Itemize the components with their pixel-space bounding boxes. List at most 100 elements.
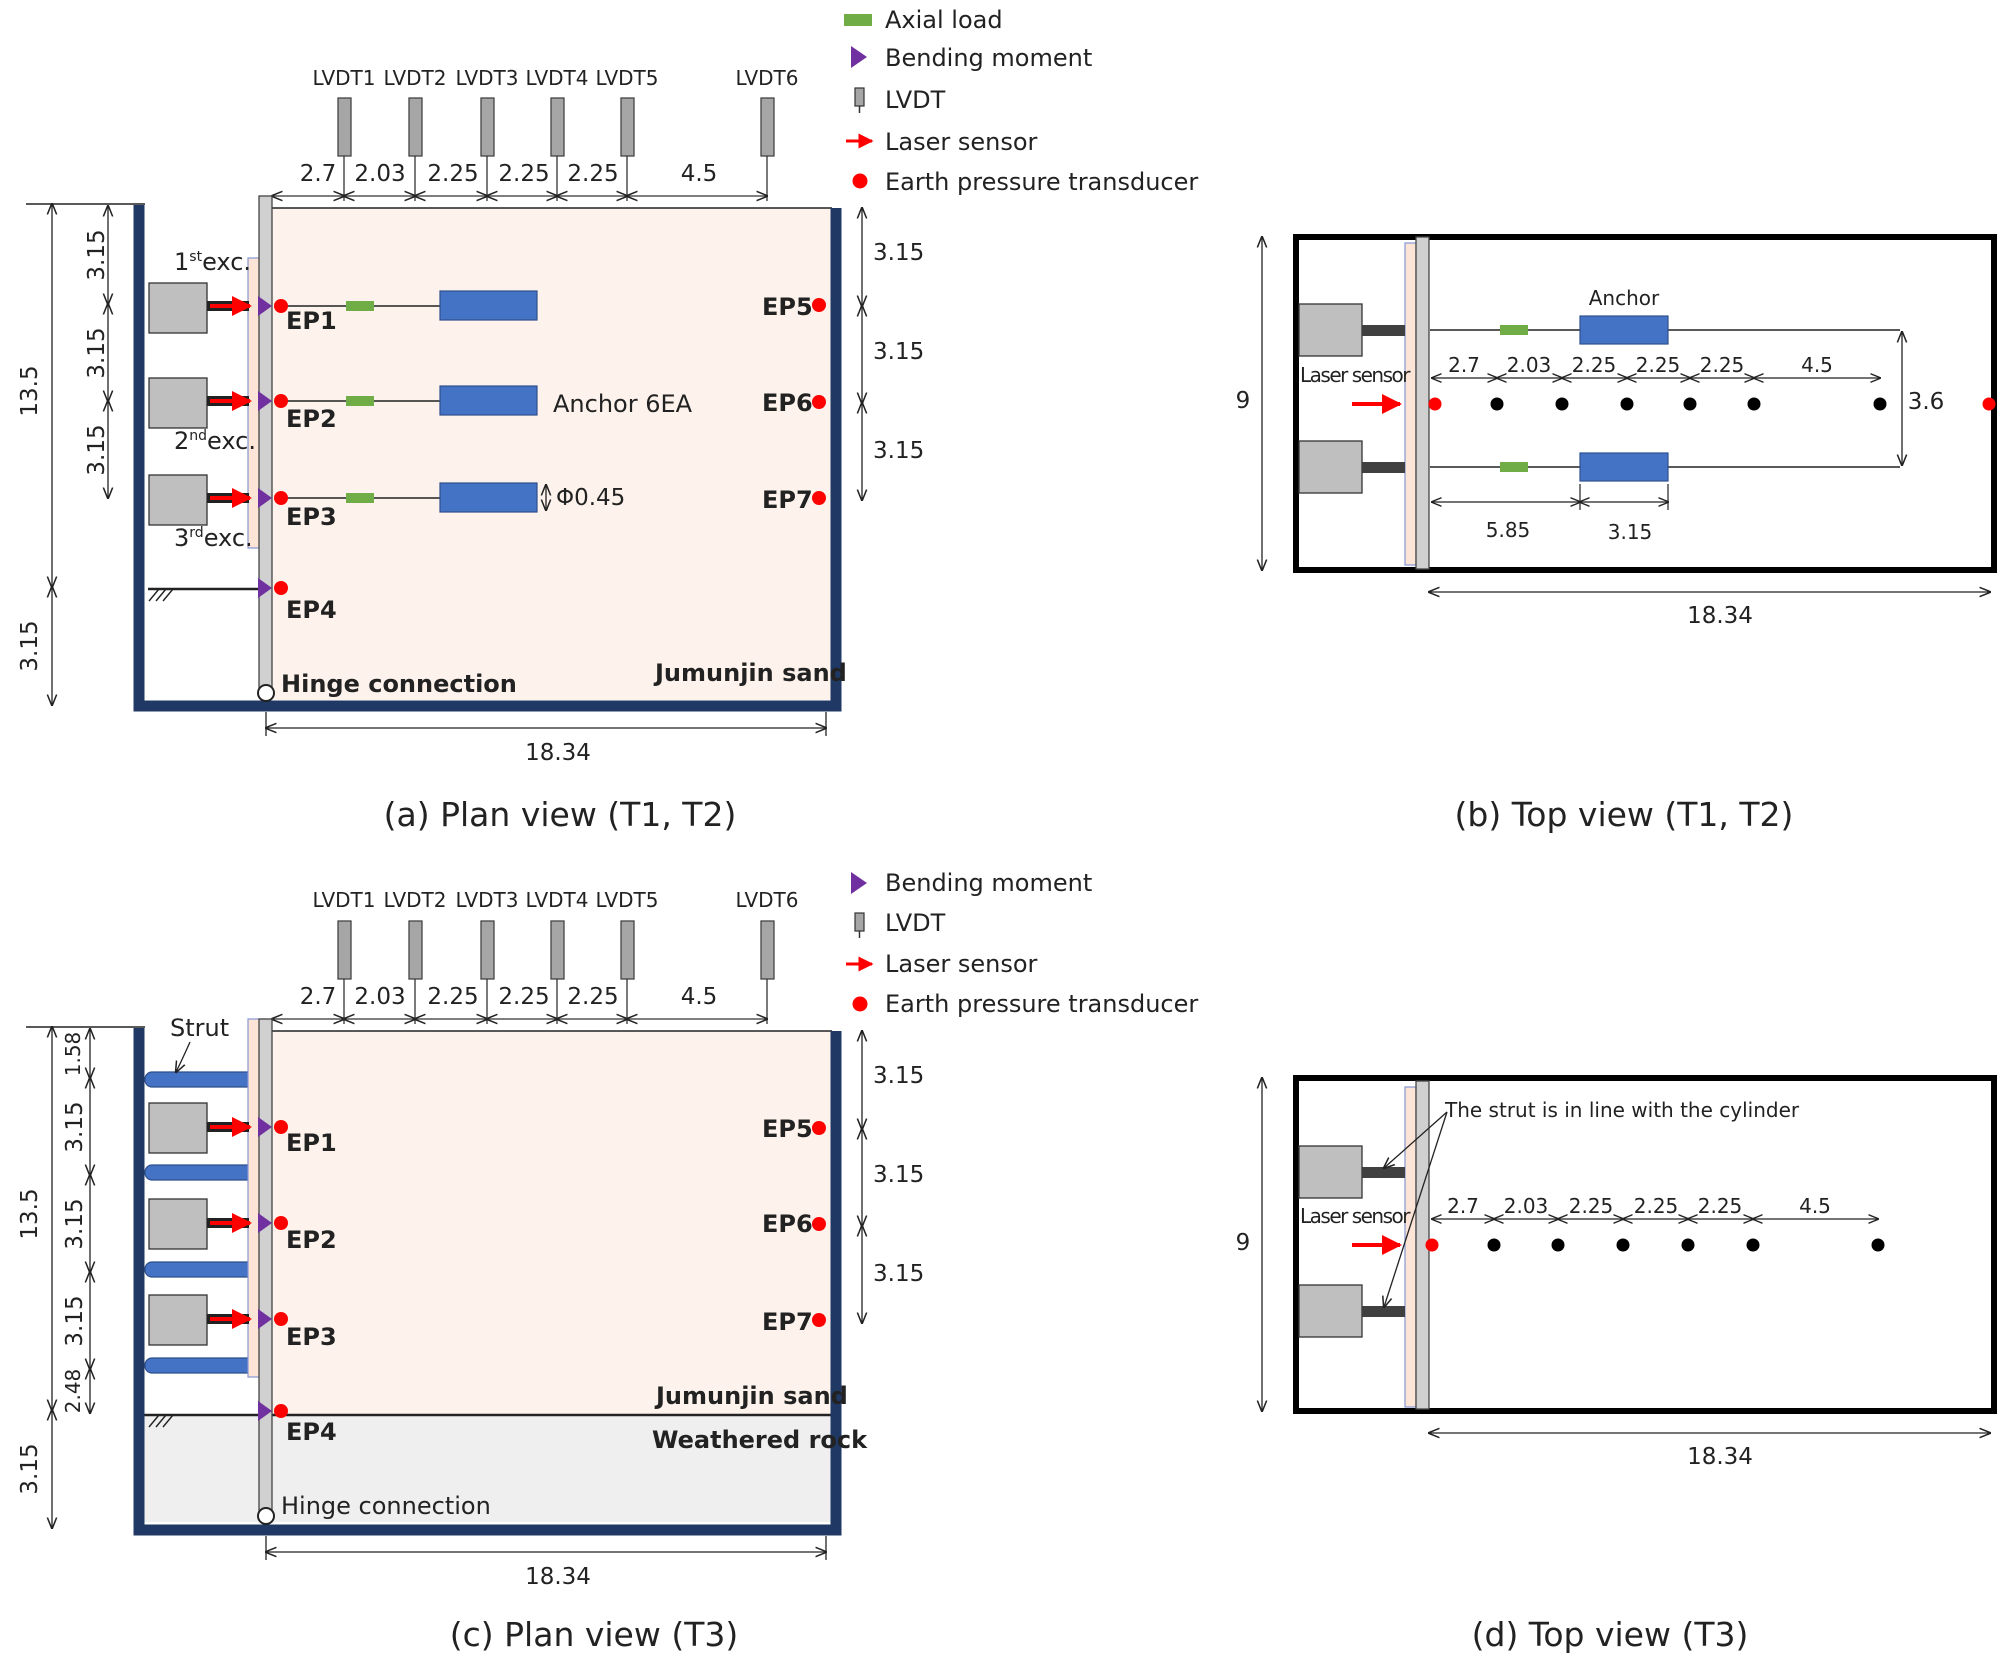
spacing-c-5: 2.25 — [567, 984, 618, 1010]
legend-bottom-laser: Laser sensor — [885, 950, 1038, 978]
soil-box-d — [1293, 1075, 1997, 1414]
legend-bending-moment: Bending moment — [885, 44, 1092, 72]
anchor-label-b: Anchor — [1589, 286, 1660, 310]
spacing-b-4: 2.25 — [1636, 353, 1681, 377]
depth-embed-a: 3.15 — [17, 620, 43, 671]
cylinders-a — [148, 282, 252, 526]
lvdt4-label-c: LVDT4 — [526, 888, 589, 912]
right-dim-c-2: 3.15 — [873, 1162, 924, 1188]
spacing-3: 2.25 — [427, 161, 478, 187]
ep4-label-c: EP4 — [286, 1418, 337, 1446]
bending-moment-icon — [851, 46, 867, 68]
anchor-sep-b: 3.6 — [1908, 389, 1945, 415]
width-d: 18.34 — [1687, 1444, 1753, 1470]
height-b: 9 — [1236, 388, 1251, 414]
lvdt-row-a: LVDT1 LVDT2 LVDT3 LVDT4 LVDT5 LVDT6 — [272, 66, 798, 201]
spacing-c-3: 2.25 — [427, 984, 478, 1010]
lvdt3-sensor — [480, 97, 495, 157]
depth-a-2: 3.15 — [84, 327, 110, 378]
bending-moment-markers-a — [258, 296, 272, 598]
spacing-4: 2.25 — [498, 161, 549, 187]
earth-pressure-icon — [852, 173, 868, 189]
wall-panel-d — [1404, 1086, 1417, 1408]
spacing-d-6: 4.5 — [1799, 1194, 1831, 1218]
depth-a-3: 3.15 — [84, 424, 110, 475]
ep1-label-c: EP1 — [286, 1129, 337, 1157]
spacing-b-5: 2.25 — [1700, 353, 1745, 377]
strut-note-d: The strut is in line with the cylinder — [1444, 1098, 1800, 1122]
wall-panel-b — [1404, 242, 1417, 566]
ep2-label-a: EP2 — [286, 405, 337, 433]
retaining-wall-a — [258, 195, 273, 691]
lvdt3-label: LVDT3 — [456, 66, 519, 90]
lvdt1-sensor — [337, 97, 352, 157]
lvdt-row-c: LVDT1 LVDT2 LVDT3 LVDT4 LVDT5 LVDT6 — [272, 888, 798, 1024]
lvdt-icon — [854, 912, 865, 932]
exc2-label: 2ndexc. — [174, 427, 256, 455]
right-dim-a-3: 3.15 — [873, 438, 924, 464]
anchors-a — [285, 290, 538, 513]
lvdt5-sensor — [620, 97, 635, 157]
legend-bottom: Bending moment LVDT Laser sensor Earth p… — [846, 869, 1198, 1018]
legend-axial-load: Axial load — [885, 6, 1003, 34]
spacing-d-3: 2.25 — [1569, 1194, 1614, 1218]
laser-label-b: Laser sensor — [1300, 363, 1411, 387]
ep1-label-a: EP1 — [286, 307, 337, 335]
caption-c: (c) Plan view (T3) — [450, 1615, 738, 1654]
free-length-b: 5.85 — [1486, 518, 1531, 542]
depth-total-c: 13.5 — [17, 1188, 43, 1239]
lvdt4-sensor — [550, 97, 565, 157]
lvdt1-label: LVDT1 — [313, 66, 376, 90]
lvdt6-label: LVDT6 — [736, 66, 799, 90]
right-dim-a-1: 3.15 — [873, 240, 924, 266]
ep5-label-c: EP5 — [762, 1115, 813, 1143]
depth-c-1: 1.58 — [61, 1032, 85, 1077]
hinge-label-c: Hinge connection — [281, 1492, 491, 1520]
axial-load-icon — [844, 14, 872, 26]
depth-c-3: 3.15 — [62, 1198, 88, 1249]
earth-pressure-icon — [852, 996, 868, 1012]
soil-label-a: Jumunjin sand — [653, 659, 847, 687]
ep7-label-c: EP7 — [762, 1308, 813, 1336]
lvdt2-sensor — [408, 97, 423, 157]
lvdt2-label: LVDT2 — [384, 66, 447, 90]
lvdt1-label-c: LVDT1 — [313, 888, 376, 912]
legend-bottom-earth-pressure: Earth pressure transducer — [885, 990, 1198, 1018]
spacing-6: 4.5 — [681, 161, 718, 187]
hinge-label-a: Hinge connection — [281, 670, 517, 698]
retaining-wall-c — [258, 1018, 273, 1517]
ep7-label-a: EP7 — [762, 486, 813, 514]
legend-earth-pressure: Earth pressure transducer — [885, 168, 1198, 196]
rock-label-c: Weathered rock — [652, 1426, 868, 1454]
spacing-d-4: 2.25 — [1634, 1194, 1679, 1218]
width-b: 18.34 — [1687, 603, 1753, 629]
spacing-d-2: 2.03 — [1504, 1194, 1549, 1218]
anchor-6ea-label: Anchor 6EA — [553, 390, 693, 418]
ep2-label-c: EP2 — [286, 1226, 337, 1254]
lvdt6-sensor — [760, 97, 775, 157]
soil-sand-c — [265, 1031, 832, 1415]
spacing-2: 2.03 — [354, 161, 405, 187]
ep3-label-c: EP3 — [286, 1323, 337, 1351]
spacing-c-1: 2.7 — [300, 984, 337, 1010]
spacing-c-2: 2.03 — [354, 984, 405, 1010]
ep-markers-c — [274, 1120, 826, 1418]
lvdt5-label-c: LVDT5 — [596, 888, 659, 912]
retaining-wall-b — [1415, 236, 1430, 570]
exc1-label: 1stexc. — [174, 248, 251, 276]
lvdt5-label: LVDT5 — [596, 66, 659, 90]
phi-label: Φ0.45 — [556, 485, 625, 511]
right-dim-a-2: 3.15 — [873, 339, 924, 365]
spacing-5: 2.25 — [567, 161, 618, 187]
bond-length-b: 3.15 — [1608, 520, 1653, 544]
hinge-a — [257, 684, 275, 702]
legend-lvdt: LVDT — [885, 86, 946, 114]
ep4-label-a: EP4 — [286, 596, 337, 624]
spacing-d-5: 2.25 — [1698, 1194, 1743, 1218]
spacing-b-2: 2.03 — [1507, 353, 1552, 377]
lvdt3-label-c: LVDT3 — [456, 888, 519, 912]
width-c: 18.34 — [525, 1564, 591, 1590]
depth-total-a: 13.5 — [17, 365, 43, 416]
cylinders-c — [148, 1102, 252, 1346]
